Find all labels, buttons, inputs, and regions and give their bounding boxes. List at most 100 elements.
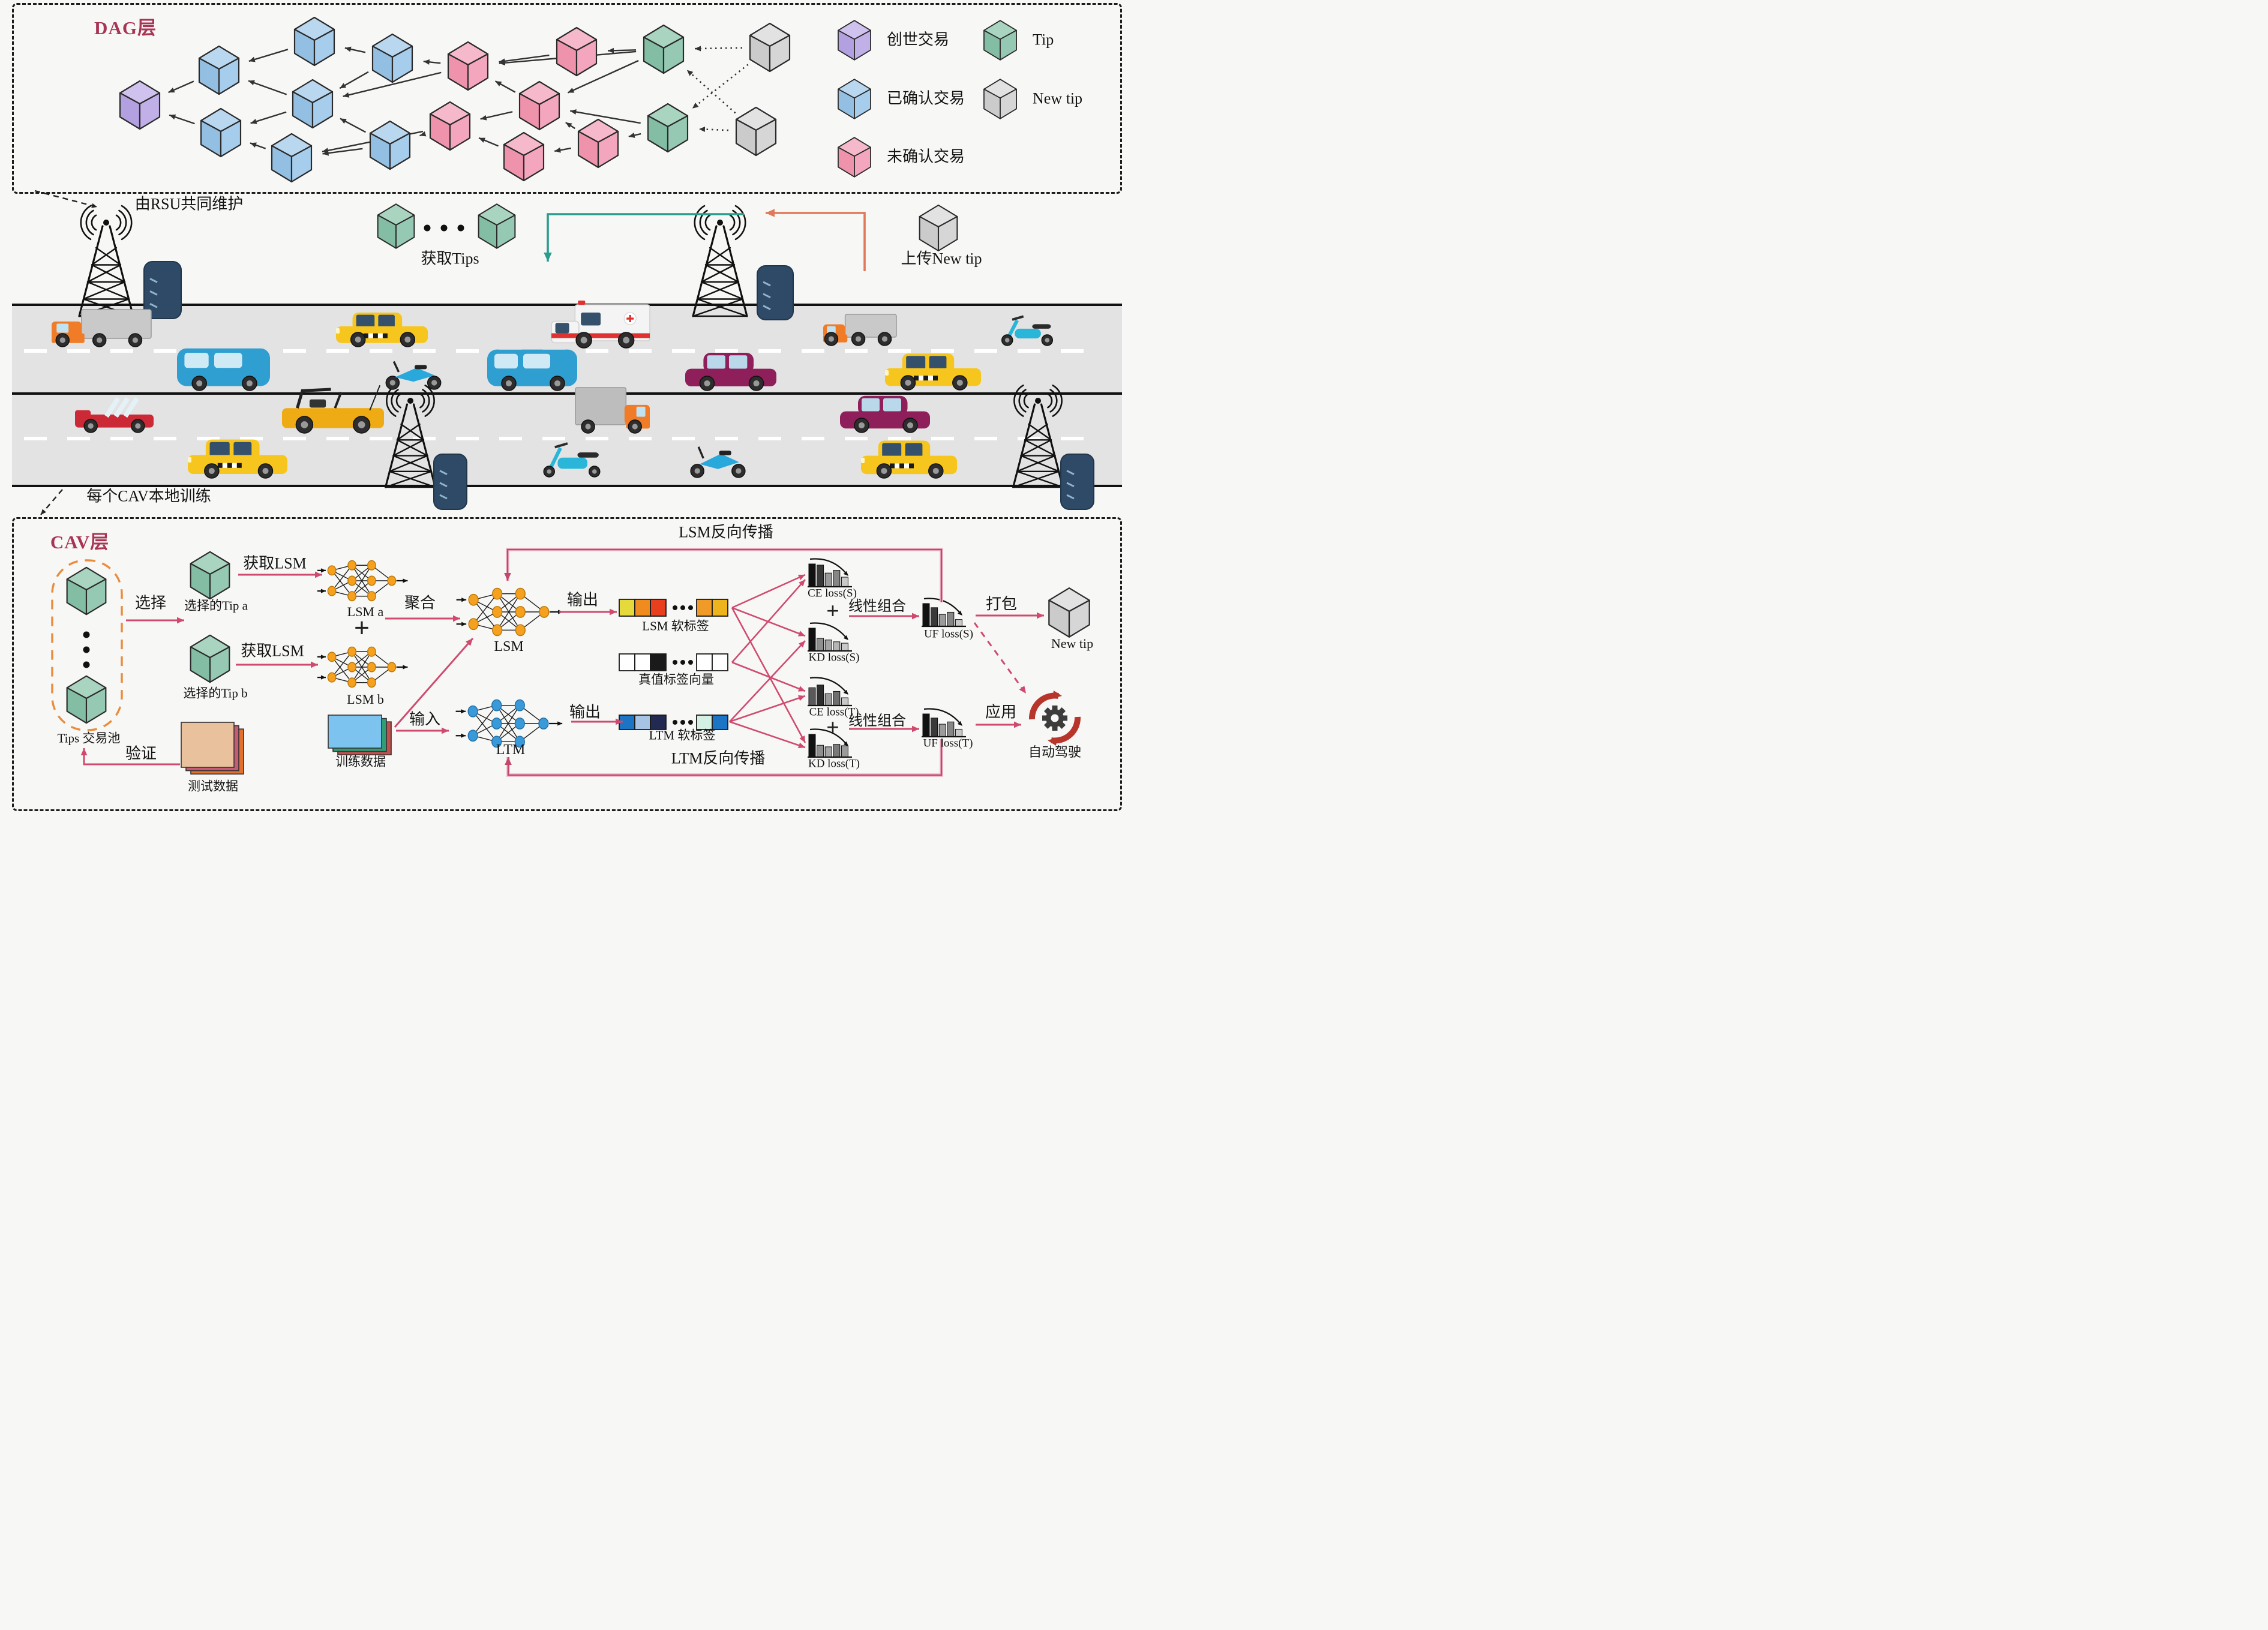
fetch-tips-label: 获取Tips bbox=[421, 250, 479, 268]
pickup-vehicle bbox=[75, 397, 154, 433]
mid-cube-green bbox=[377, 203, 415, 249]
selected-tip-b-label: 选择的Tip b bbox=[183, 686, 248, 701]
lsm-soft-label: LSM 软标签 bbox=[642, 619, 709, 634]
aggregate-label: 聚合 bbox=[404, 594, 436, 612]
ltm-soft-label: LTM 软标签 bbox=[649, 728, 716, 743]
moto-vehicle bbox=[385, 361, 442, 390]
dag-cube-pink bbox=[577, 118, 619, 169]
loss-chart-uf_s bbox=[922, 598, 966, 628]
taxi-vehicle bbox=[336, 312, 428, 347]
rsu-tower-icon bbox=[78, 205, 134, 317]
pack-label: 打包 bbox=[985, 595, 1018, 613]
input-label: 输入 bbox=[409, 710, 441, 728]
tips-pool-border bbox=[51, 559, 123, 731]
edge-server-icon bbox=[757, 265, 794, 320]
linear-comb-t-label: 线性组合 bbox=[848, 713, 906, 729]
selected-tip-a-label: 选择的Tip a bbox=[184, 598, 248, 613]
diagram-page: DAG层 由RSU共同维护 获取Tips 上传New tip 每个CAV本地训练… bbox=[0, 0, 1134, 815]
mid-cube-green bbox=[478, 203, 516, 249]
dag-cube-blue bbox=[292, 79, 334, 129]
legend-label: New tip bbox=[1033, 89, 1083, 107]
legend-label: Tip bbox=[1033, 31, 1054, 49]
dag-cube-pink bbox=[556, 26, 598, 77]
taxi-vehicle bbox=[885, 353, 981, 391]
label-cells bbox=[619, 599, 728, 617]
mid bbox=[377, 203, 958, 252]
test-data-label: 测试数据 bbox=[188, 779, 238, 794]
cav-cube-green bbox=[190, 634, 230, 683]
dag-cube-blue bbox=[200, 107, 242, 158]
truth-vector-label: 真值标签向量 bbox=[638, 672, 714, 687]
fetch-lsm-a-label: 获取LSM bbox=[243, 554, 307, 572]
van-vehicle bbox=[487, 349, 577, 391]
legend-cube-green bbox=[983, 20, 1017, 61]
fetch-ls m-b-label: 获取LSM bbox=[241, 642, 304, 660]
auto-driving-label: 自动驾驶 bbox=[1028, 744, 1082, 760]
legend-cube-purple bbox=[838, 20, 871, 61]
dag-cube-blue bbox=[293, 16, 335, 67]
dag-cube-pink bbox=[518, 80, 560, 131]
pool-ellipsis-dots bbox=[83, 631, 90, 668]
loss-chart-ce_t bbox=[808, 677, 852, 707]
rsu-tower-icon bbox=[385, 385, 436, 488]
label-cells bbox=[619, 653, 728, 671]
loss-label-kd_s: KD loss(S) bbox=[808, 651, 860, 664]
output-s-label: 输出 bbox=[566, 591, 599, 609]
dag-cube-blue bbox=[371, 33, 413, 83]
lsm-b-label: LSM b bbox=[347, 691, 384, 707]
dag-cube-green bbox=[647, 103, 689, 153]
ltm-backprop-label: LTM反向传播 bbox=[671, 749, 766, 767]
dag-graph bbox=[168, 46, 749, 156]
legend-cube-blue bbox=[838, 79, 871, 119]
taxi-vehicle bbox=[861, 440, 957, 479]
loss-label-uf_s: UF loss(S) bbox=[924, 628, 973, 641]
dag-cube-blue bbox=[198, 45, 240, 95]
dag-layer-title: DAG层 bbox=[94, 17, 157, 38]
new-tip-cav-label: New tip bbox=[1051, 635, 1094, 651]
legend-label: 创世交易 bbox=[887, 31, 950, 49]
truck-vehicle bbox=[52, 309, 152, 347]
loss-label-kd_t: KD loss(T) bbox=[808, 757, 860, 770]
dag-cube-pink bbox=[447, 41, 489, 91]
edge-server-icon bbox=[1060, 454, 1094, 510]
neural-net bbox=[456, 587, 563, 637]
sedan-vehicle bbox=[840, 395, 930, 433]
lsm-a-label: LSM a bbox=[347, 604, 384, 619]
cav-cube-green bbox=[190, 551, 230, 600]
lsm-label: LSM bbox=[494, 638, 524, 655]
apply-label: 应用 bbox=[985, 703, 1017, 721]
cav-local-train-note: 每个CAV本地训练 bbox=[86, 487, 211, 505]
dag-nodes bbox=[119, 16, 791, 183]
neural-net bbox=[455, 699, 563, 748]
scooter-vehicle bbox=[1001, 315, 1054, 346]
select-label: 选择 bbox=[134, 594, 167, 612]
dag-cube-pink bbox=[503, 131, 545, 182]
edge-servers bbox=[143, 261, 1094, 510]
label-cells bbox=[619, 715, 728, 730]
cav-layer-title: CAV层 bbox=[50, 531, 110, 553]
mid-ellipsis-dots bbox=[424, 224, 464, 232]
dag-cube-green bbox=[643, 24, 685, 74]
plus-t-sign: + bbox=[826, 715, 839, 741]
rsu-maintain-note: 由RSU共同维护 bbox=[134, 195, 244, 213]
loss-chart-kd_t bbox=[808, 728, 852, 758]
lsm-backprop-label: LSM反向传播 bbox=[679, 523, 773, 541]
van-vehicle bbox=[177, 348, 270, 391]
scooter-vehicle bbox=[543, 442, 601, 478]
dag-layer-panel bbox=[12, 3, 1122, 194]
mid-cube-gray bbox=[919, 204, 958, 252]
legend-label: 已确认交易 bbox=[887, 89, 965, 107]
legend-cube-pink bbox=[838, 137, 871, 178]
cav-layer-panel bbox=[12, 517, 1122, 811]
ltm-label: LTM bbox=[496, 742, 526, 758]
loss-label-ce_s: CE loss(S) bbox=[808, 587, 857, 600]
dag-cube-pink bbox=[429, 101, 471, 151]
neural-net bbox=[317, 646, 408, 688]
cav-cube-green bbox=[66, 566, 107, 616]
taxi-vehicle bbox=[188, 439, 287, 479]
rsu-tower-icon bbox=[692, 205, 748, 317]
flow-arrows bbox=[34, 190, 1044, 777]
loss-chart-ce_s bbox=[808, 558, 852, 588]
truck-vehicle bbox=[823, 314, 897, 346]
loss-chart-kd_s bbox=[808, 622, 852, 652]
